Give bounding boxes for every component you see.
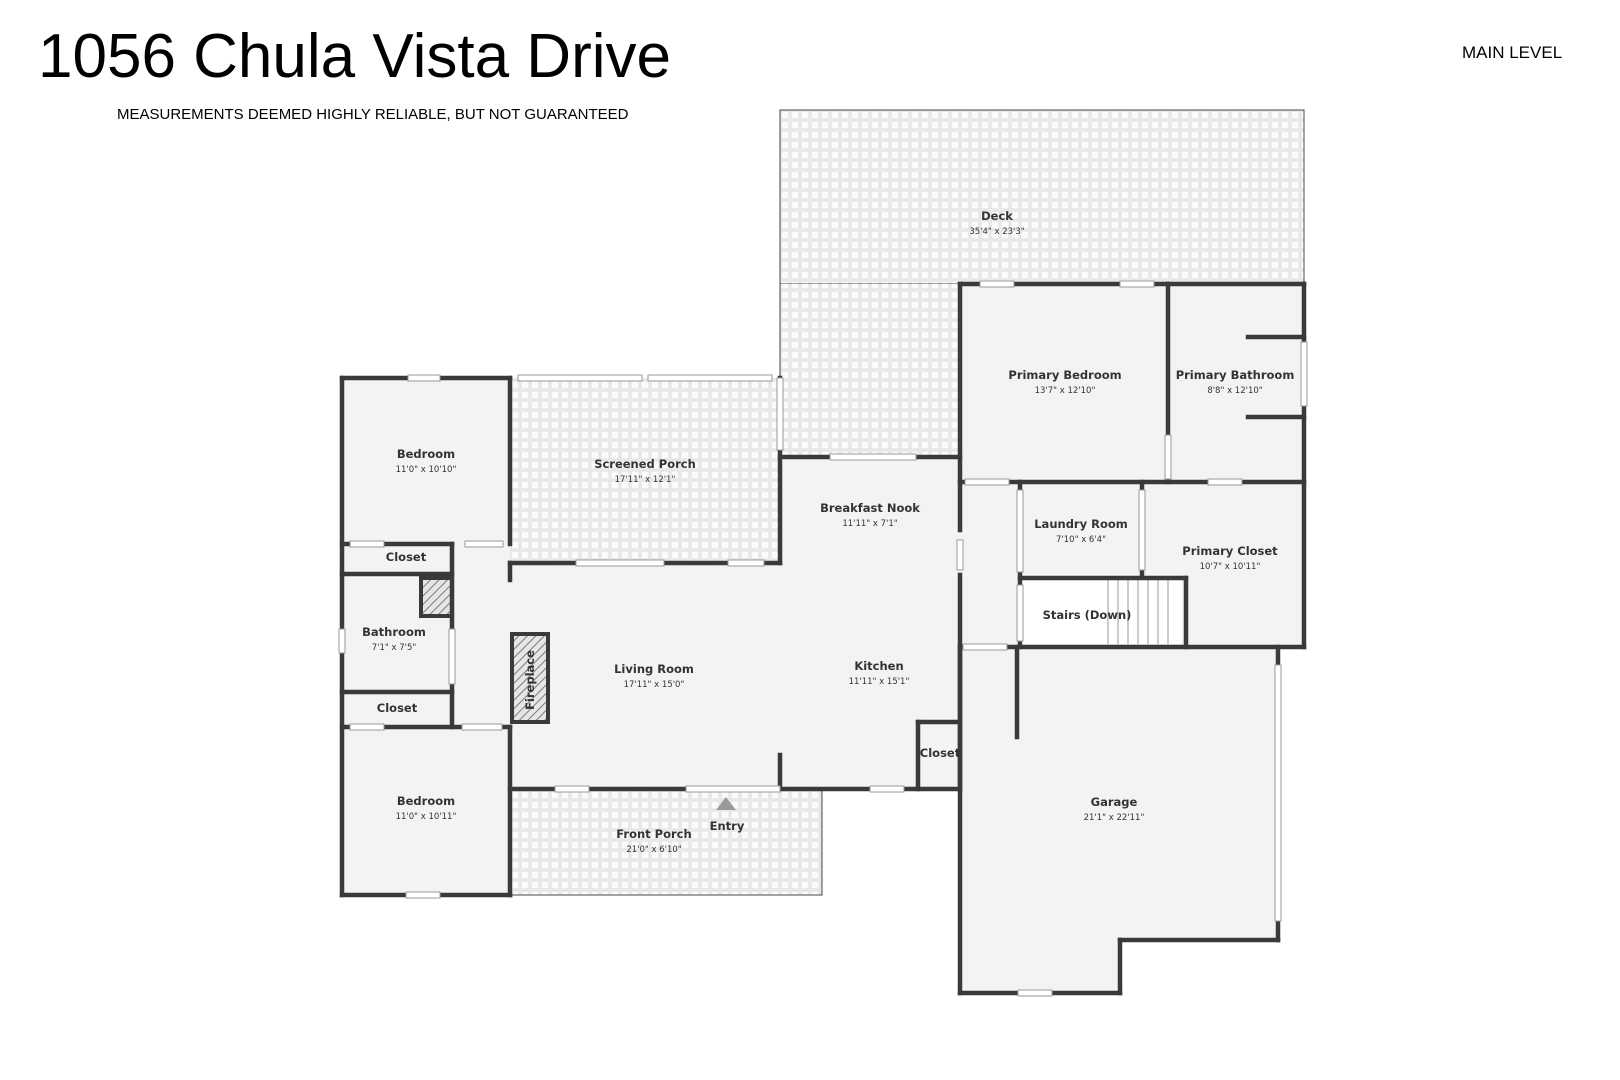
fireplace-label: Fireplace (523, 650, 537, 710)
garage-label: Garage (1091, 795, 1138, 809)
deck-label: Deck (981, 209, 1013, 223)
closet-mid-label: Closet (377, 701, 418, 715)
breakfast-nook-floor (780, 457, 960, 563)
primary-bedroom-label: Primary Bedroom (1008, 368, 1121, 382)
front-porch-label: Front Porch (616, 827, 691, 841)
breakfast-nook-label: Breakfast Nook (820, 501, 920, 515)
level-label: MAIN LEVEL (1462, 43, 1563, 62)
laundry-room-dim: 7'10" x 6'4" (1056, 535, 1106, 545)
primary-bathroom-label: Primary Bathroom (1176, 368, 1295, 382)
fireplace (510, 632, 550, 724)
bedroom-top-floor (342, 378, 510, 544)
deck-area (779, 109, 1305, 285)
garage-floor (960, 647, 1278, 993)
hall-floor (452, 544, 510, 727)
closet-top-label: Closet (386, 550, 427, 564)
bedroom-bottom-dim: 11'0" x 10'11" (396, 812, 457, 822)
bedroom-top-label: Bedroom (397, 447, 455, 461)
closet-mid-floor (342, 692, 452, 727)
living-room-dim: 17'11" x 15'0" (624, 680, 685, 690)
primary-closet-label: Primary Closet (1182, 544, 1278, 558)
kitchen-dim: 11'11" x 15'1" (849, 677, 910, 687)
chimney (419, 576, 454, 618)
stairs-area (1021, 580, 1182, 644)
screened-porch-area (510, 378, 780, 563)
bedroom-bottom-label: Bedroom (397, 794, 455, 808)
breakfast-nook-dim: 11'11" x 7'1" (842, 519, 897, 529)
bathroom-label: Bathroom (362, 625, 426, 639)
windows (338, 280, 1308, 997)
screened-porch-label: Screened Porch (594, 457, 696, 471)
front-porch-area (509, 788, 823, 896)
closet-top-floor (342, 544, 452, 574)
bedroom-bottom-floor (342, 727, 510, 895)
entry-arrow-icon (716, 797, 736, 810)
primary-bedroom-dim: 13'7" x 12'10" (1035, 386, 1096, 396)
stairs-label: Stairs (Down) (1043, 608, 1132, 622)
closet-kitchen-label: Closet (920, 746, 961, 760)
disclaimer-text: MEASUREMENTS DEEMED HIGHLY RELIABLE, BUT… (117, 106, 629, 123)
entry-label: Entry (710, 819, 745, 833)
primary-closet-dim: 10'7" x 10'11" (1200, 562, 1261, 572)
kitchen-label: Kitchen (854, 659, 903, 673)
front-porch-dim: 21'0" x 6'10" (626, 845, 681, 855)
primary-bathroom-floor (1168, 284, 1304, 482)
living-kitchen-floor (510, 563, 960, 789)
deck-area-lower (780, 284, 958, 457)
living-room-label: Living Room (614, 662, 694, 676)
laundry-room-label: Laundry Room (1034, 517, 1128, 531)
screened-porch-dim: 17'11" x 12'1" (615, 475, 676, 485)
primary-bathroom-dim: 8'8" x 12'10" (1207, 386, 1262, 396)
bedroom-top-dim: 11'0" x 10'10" (396, 465, 457, 475)
bathroom-dim: 7'1" x 7'5" (372, 643, 417, 653)
primary-bedroom-floor (960, 284, 1168, 482)
deck-dim: 35'4" x 23'3" (969, 227, 1024, 237)
page-title: 1056 Chula Vista Drive (38, 22, 671, 91)
garage-dim: 21'1" x 22'11" (1084, 813, 1145, 823)
